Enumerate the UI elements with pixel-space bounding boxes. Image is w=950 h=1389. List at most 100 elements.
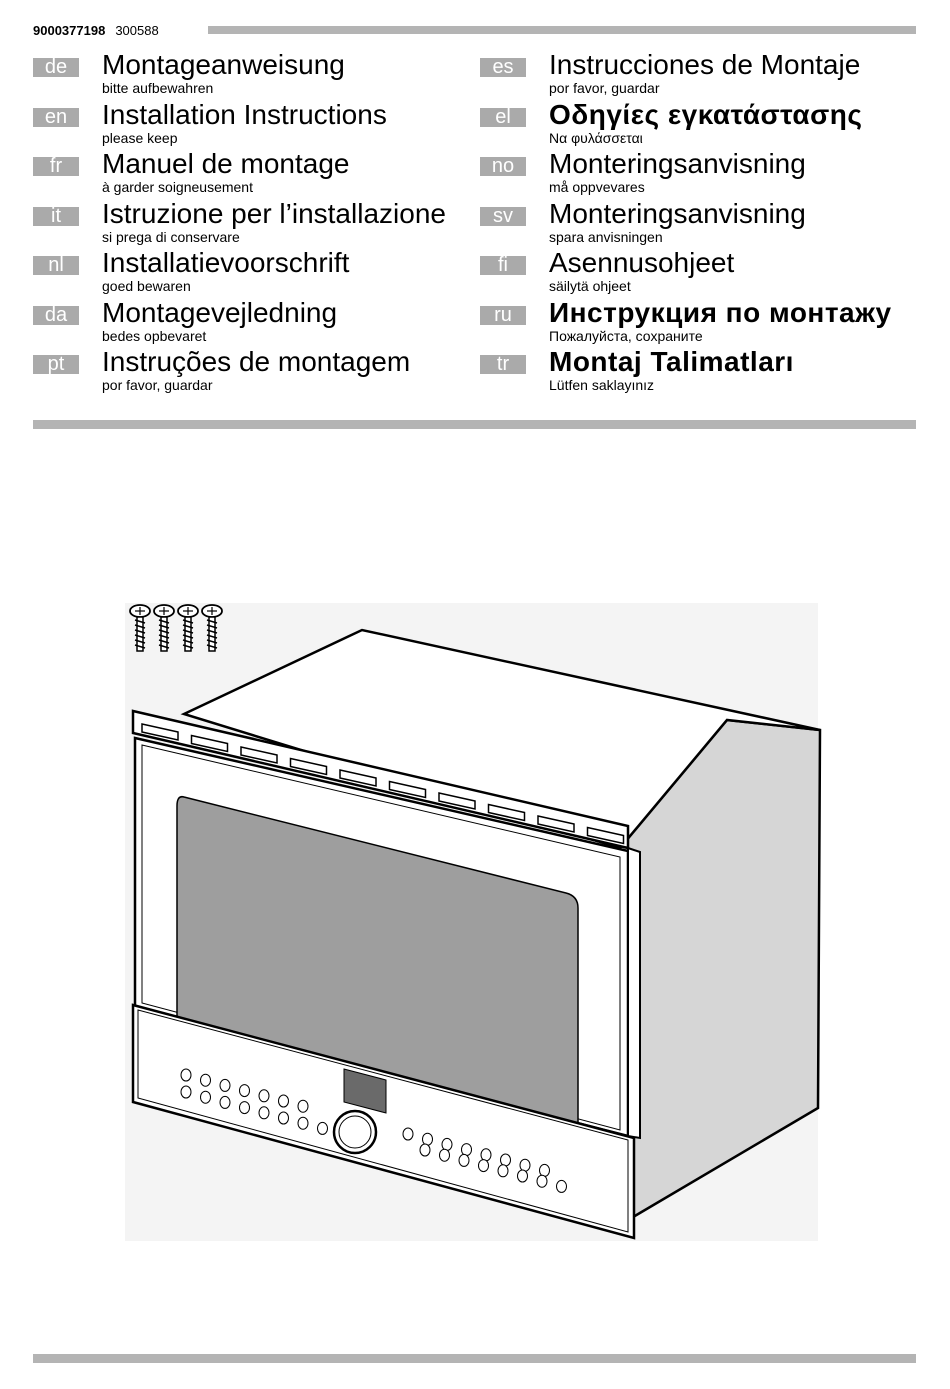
language-list-right: es Instrucciones de Montaje por favor, g… bbox=[480, 49, 920, 399]
screw-icon bbox=[153, 604, 175, 652]
lang-title: Инструкция по монтажу bbox=[549, 296, 892, 328]
touch-button-icon bbox=[539, 1163, 550, 1177]
screw-icon bbox=[129, 604, 151, 652]
language-row-es: es Instrucciones de Montaje por favor, g… bbox=[480, 49, 920, 102]
control-panel-inner bbox=[137, 1009, 629, 1233]
screws-group bbox=[129, 604, 223, 652]
language-list-left: de Montageanweisung bitte aufbewahren en… bbox=[33, 49, 473, 399]
touch-button-icon bbox=[258, 1106, 270, 1120]
touch-button-icon bbox=[458, 1153, 470, 1167]
lang-subtitle: por favor, guardar bbox=[549, 80, 660, 96]
language-row-no: no Monteringsanvisning må oppvevares bbox=[480, 148, 920, 201]
lang-subtitle: please keep bbox=[102, 129, 178, 146]
frame-right-edge bbox=[627, 846, 641, 1140]
touch-button-icon bbox=[556, 1179, 567, 1193]
lang-title: Asennusohjeet bbox=[549, 247, 735, 278]
lang-code-tag: fr bbox=[33, 156, 79, 176]
control-knob-ring bbox=[338, 1115, 372, 1149]
lang-subtitle: goed bewaren bbox=[102, 278, 191, 294]
touch-button-icon bbox=[519, 1158, 531, 1172]
vent-slot bbox=[240, 746, 278, 764]
language-row-ru: ru Инструкция по монтажу Пожалуйста, сох… bbox=[480, 296, 920, 350]
lang-title: Istruzione per l’installazione bbox=[102, 197, 446, 229]
lang-code-tag: ru bbox=[480, 305, 526, 325]
lang-title: Instruções de montagem bbox=[102, 346, 411, 377]
touch-button-icon bbox=[258, 1089, 270, 1103]
touch-button-icon bbox=[419, 1143, 431, 1157]
lang-code-tag: da bbox=[33, 305, 79, 325]
touch-button-icon bbox=[497, 1164, 509, 1178]
lang-subtitle: si prega di conservare bbox=[102, 228, 240, 245]
lang-title: Monteringsanvisning bbox=[549, 197, 806, 229]
lang-subtitle: spara anvisningen bbox=[549, 228, 663, 245]
language-row-nl: nl Installatievoorschrift goed bewaren bbox=[33, 247, 473, 300]
control-panel bbox=[131, 1003, 636, 1240]
lang-subtitle: säilytä ohjeet bbox=[549, 278, 631, 294]
touch-button-icon bbox=[200, 1073, 211, 1087]
language-row-el: el Οδηγίες εγκατάστασης Να φυλάσσεται bbox=[480, 98, 920, 152]
language-row-de: de Montageanweisung bitte aufbewahren bbox=[33, 49, 473, 102]
lang-title: Οδηγίες εγκατάστασης bbox=[549, 98, 863, 130]
touch-button-icon bbox=[219, 1095, 231, 1109]
touch-button-icon bbox=[180, 1068, 192, 1082]
lang-code-tag: sv bbox=[480, 206, 526, 226]
lang-title: Montageanweisung bbox=[102, 49, 345, 80]
screw-icon bbox=[177, 604, 199, 652]
language-row-sv: sv Monteringsanvisning spara anvisningen bbox=[480, 197, 920, 251]
touch-button-icon bbox=[200, 1090, 211, 1104]
lang-code-tag: el bbox=[480, 107, 526, 127]
touch-button-icon bbox=[422, 1132, 433, 1146]
vent-slot bbox=[438, 792, 476, 810]
vent-slot bbox=[190, 734, 229, 753]
lang-code-tag: it bbox=[33, 206, 79, 226]
vent-slots bbox=[141, 723, 625, 845]
language-row-fi: fi Asennusohjeet säilytä ohjeet bbox=[480, 247, 920, 300]
bottom-divider-bar bbox=[33, 1354, 916, 1363]
lang-code-tag: tr bbox=[480, 354, 526, 374]
touch-buttons bbox=[180, 1068, 567, 1193]
lang-code-tag: pt bbox=[33, 354, 79, 374]
vent-slot bbox=[537, 815, 575, 833]
language-row-it: it Istruzione per l’installazione si pre… bbox=[33, 197, 473, 251]
lang-code-tag: no bbox=[480, 156, 526, 176]
doc-number: 9000377198 bbox=[33, 23, 106, 38]
lang-title: Instrucciones de Montaje bbox=[549, 49, 861, 80]
lang-subtitle: bedes opbevaret bbox=[102, 327, 207, 344]
touch-button-icon bbox=[517, 1169, 528, 1183]
lang-title: Monteringsanvisning bbox=[549, 148, 806, 179]
touch-button-icon bbox=[297, 1099, 309, 1113]
lang-title: Installatievoorschrift bbox=[102, 247, 350, 278]
lang-code-tag: fi bbox=[480, 255, 526, 275]
touch-button-icon bbox=[239, 1084, 250, 1098]
vent-slot bbox=[487, 803, 526, 822]
control-knob bbox=[332, 1109, 378, 1155]
lang-title: Montagevejledning bbox=[102, 296, 338, 328]
touch-button-icon bbox=[478, 1159, 489, 1173]
lang-subtitle: Lütfen saklayınız bbox=[549, 377, 655, 393]
vent-slot bbox=[141, 723, 179, 741]
vent-slot bbox=[586, 826, 625, 845]
language-row-pt: pt Instruções de montagem por favor, gua… bbox=[33, 346, 473, 399]
touch-button-icon bbox=[239, 1101, 250, 1115]
lang-subtitle: må oppvevares bbox=[549, 179, 645, 195]
language-row-fr: fr Manuel de montage à garder soigneusem… bbox=[33, 148, 473, 201]
touch-button-icon bbox=[219, 1078, 231, 1092]
lang-code-tag: de bbox=[33, 57, 79, 77]
door-inner-outline bbox=[141, 744, 621, 1131]
screw-icon bbox=[201, 604, 223, 652]
lang-subtitle: bitte aufbewahren bbox=[102, 80, 214, 96]
date-code: 300588 bbox=[115, 23, 159, 38]
touch-button-icon bbox=[480, 1148, 492, 1162]
touch-button-icon bbox=[461, 1143, 472, 1157]
lang-code-tag: en bbox=[33, 107, 79, 127]
language-row-tr: tr Montaj Talimatları Lütfen saklayınız bbox=[480, 346, 920, 399]
document-number: 9000377198 300588 bbox=[33, 23, 159, 38]
top-divider-bar bbox=[208, 26, 916, 34]
vent-slot bbox=[339, 769, 377, 787]
lang-subtitle: Να φυλάσσεται bbox=[549, 129, 643, 146]
display-screen bbox=[343, 1068, 387, 1114]
lang-subtitle: Пожалуйста, сохраните bbox=[549, 327, 703, 344]
touch-button-icon bbox=[317, 1121, 328, 1135]
language-row-da: da Montagevejledning bedes opbevaret bbox=[33, 296, 473, 350]
